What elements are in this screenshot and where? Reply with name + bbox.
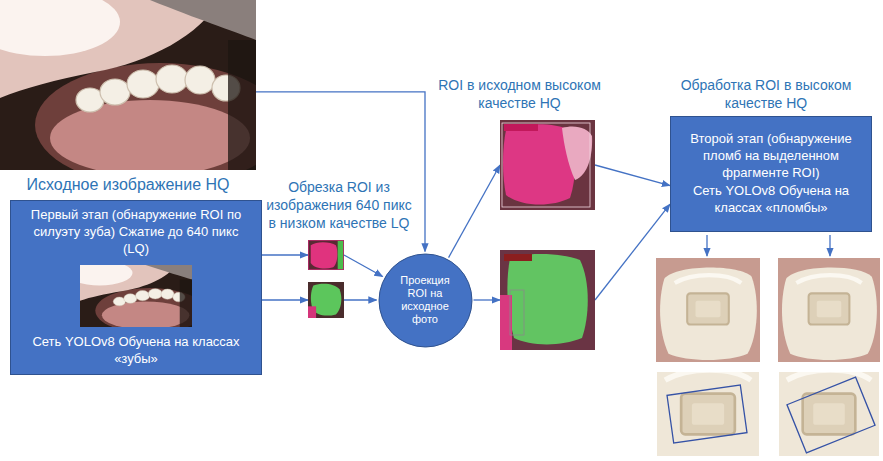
image-caption: Исходное изображение HQ	[0, 175, 256, 195]
box-text: Сеть YOLOv8 Обучена на классах «зубы»	[19, 334, 253, 368]
connector-arrow	[595, 165, 670, 186]
roi-thumbnail	[308, 282, 344, 318]
result-arrow	[706, 235, 707, 256]
connectors	[256, 92, 670, 300]
connector-arrow	[344, 299, 377, 300]
circle-fill	[379, 254, 472, 347]
image-node: Исходное изображение HQ	[0, 0, 256, 195]
roi-thumbnail-art	[308, 240, 344, 270]
process-box-body: Второй этап (обнаружение пломб на выделе…	[670, 116, 872, 232]
circle-text: Проекция ROI на исходное фото	[392, 274, 458, 326]
connector-arrow	[262, 299, 308, 300]
box-text: Сеть YOLOv8 Обучена на классах «пломбы»	[679, 183, 863, 217]
result-arrow	[829, 235, 830, 256]
roi-image-art	[500, 120, 595, 210]
roi-image	[500, 250, 595, 350]
group-heading: ROI в исходном высоком качестве HQ	[432, 76, 607, 112]
roi-image-art	[500, 250, 595, 350]
connector-arrow	[449, 165, 500, 258]
mouth-thumbnail-art	[80, 265, 192, 327]
tooth-photo	[778, 258, 880, 362]
tooth-photo	[641, 348, 775, 461]
connector-arrow	[595, 204, 670, 300]
image-group: ROI в исходном высоком качестве HQ	[432, 76, 607, 350]
mouth-photo-art	[0, 0, 256, 170]
connector-arrow	[262, 254, 308, 255]
group-heading: Обрезка ROI из изображения 640 пикс в ни…	[266, 178, 412, 232]
connector-arrow	[256, 92, 425, 252]
circle-text-wrap: Проекция ROI на исходное фото	[392, 274, 458, 326]
tooth-crop	[763, 348, 883, 461]
detection-box	[667, 385, 747, 443]
mouth-thumbnail	[80, 265, 192, 327]
mouth-photo	[0, 0, 256, 170]
roi-thumbnail	[308, 240, 344, 270]
box-heading: Обработка ROI в высоком качестве HQ	[655, 76, 877, 112]
box-text: Первый этап (обнаружение ROI по силуэту …	[19, 207, 253, 258]
roi-thumbnail-art	[308, 282, 344, 318]
tooth-photo	[763, 348, 883, 461]
detection-box	[787, 377, 875, 453]
box-text: Второй этап (обнаружение пломб на выделе…	[679, 131, 863, 182]
connector-arrow	[474, 299, 501, 300]
roi-image	[500, 120, 595, 210]
process-box: Первый этап (обнаружение ROI по силуэту …	[10, 200, 262, 375]
connector-arrow	[344, 255, 383, 276]
process-circle: Проекция ROI на исходное фото	[378, 253, 473, 348]
tooth-crop	[641, 348, 775, 461]
tooth-photo	[656, 258, 760, 362]
process-box: Обработка ROI в высоком качестве HQ Второ…	[655, 76, 877, 232]
